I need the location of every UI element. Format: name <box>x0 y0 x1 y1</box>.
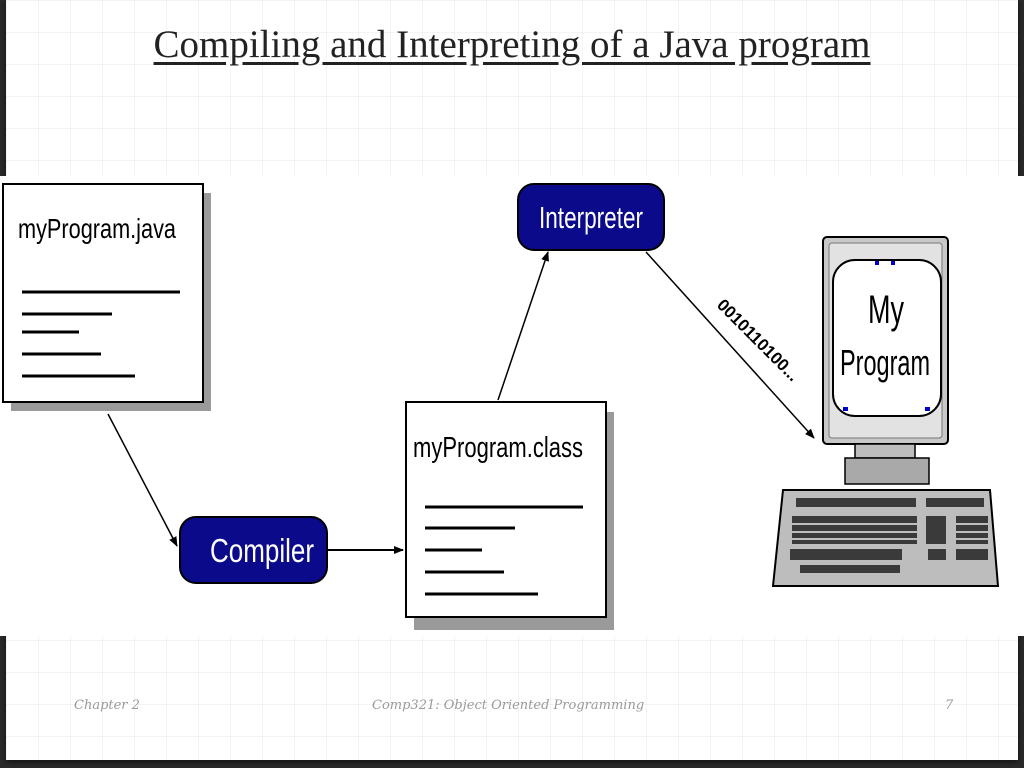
compiler-pill: Compiler <box>179 516 328 584</box>
arrow-source-to-compiler <box>107 413 178 547</box>
computer-icon: My Program <box>771 236 1000 587</box>
source-code-lines <box>22 290 180 378</box>
footer-chapter: Chapter 2 <box>74 698 140 713</box>
footer-course: Comp321: Object Oriented Programming <box>372 698 645 713</box>
compile-interpret-diagram: myProgram.java Compiler myProgram.class <box>0 176 1024 636</box>
interpreter-pill: Interpreter <box>517 183 665 251</box>
interpreter-label: Interpreter <box>539 200 643 235</box>
screen-text-line2: Program <box>840 342 930 383</box>
compiler-label: Compiler <box>210 532 314 569</box>
footer-page-number: 7 <box>945 698 954 713</box>
source-file-document: myProgram.java <box>2 183 211 411</box>
screen-text-line1: My <box>868 288 904 332</box>
class-bytecode-lines <box>425 505 583 596</box>
class-file-document: myProgram.class <box>405 401 614 630</box>
class-file-name: myProgram.class <box>413 432 583 464</box>
slide-title: Compiling and Interpreting of a Java pro… <box>153 23 871 66</box>
arrow-interpreter-to-computer <box>645 251 815 439</box>
arrow-class-to-interpreter <box>497 251 549 401</box>
source-file-name: myProgram.java <box>18 213 176 244</box>
